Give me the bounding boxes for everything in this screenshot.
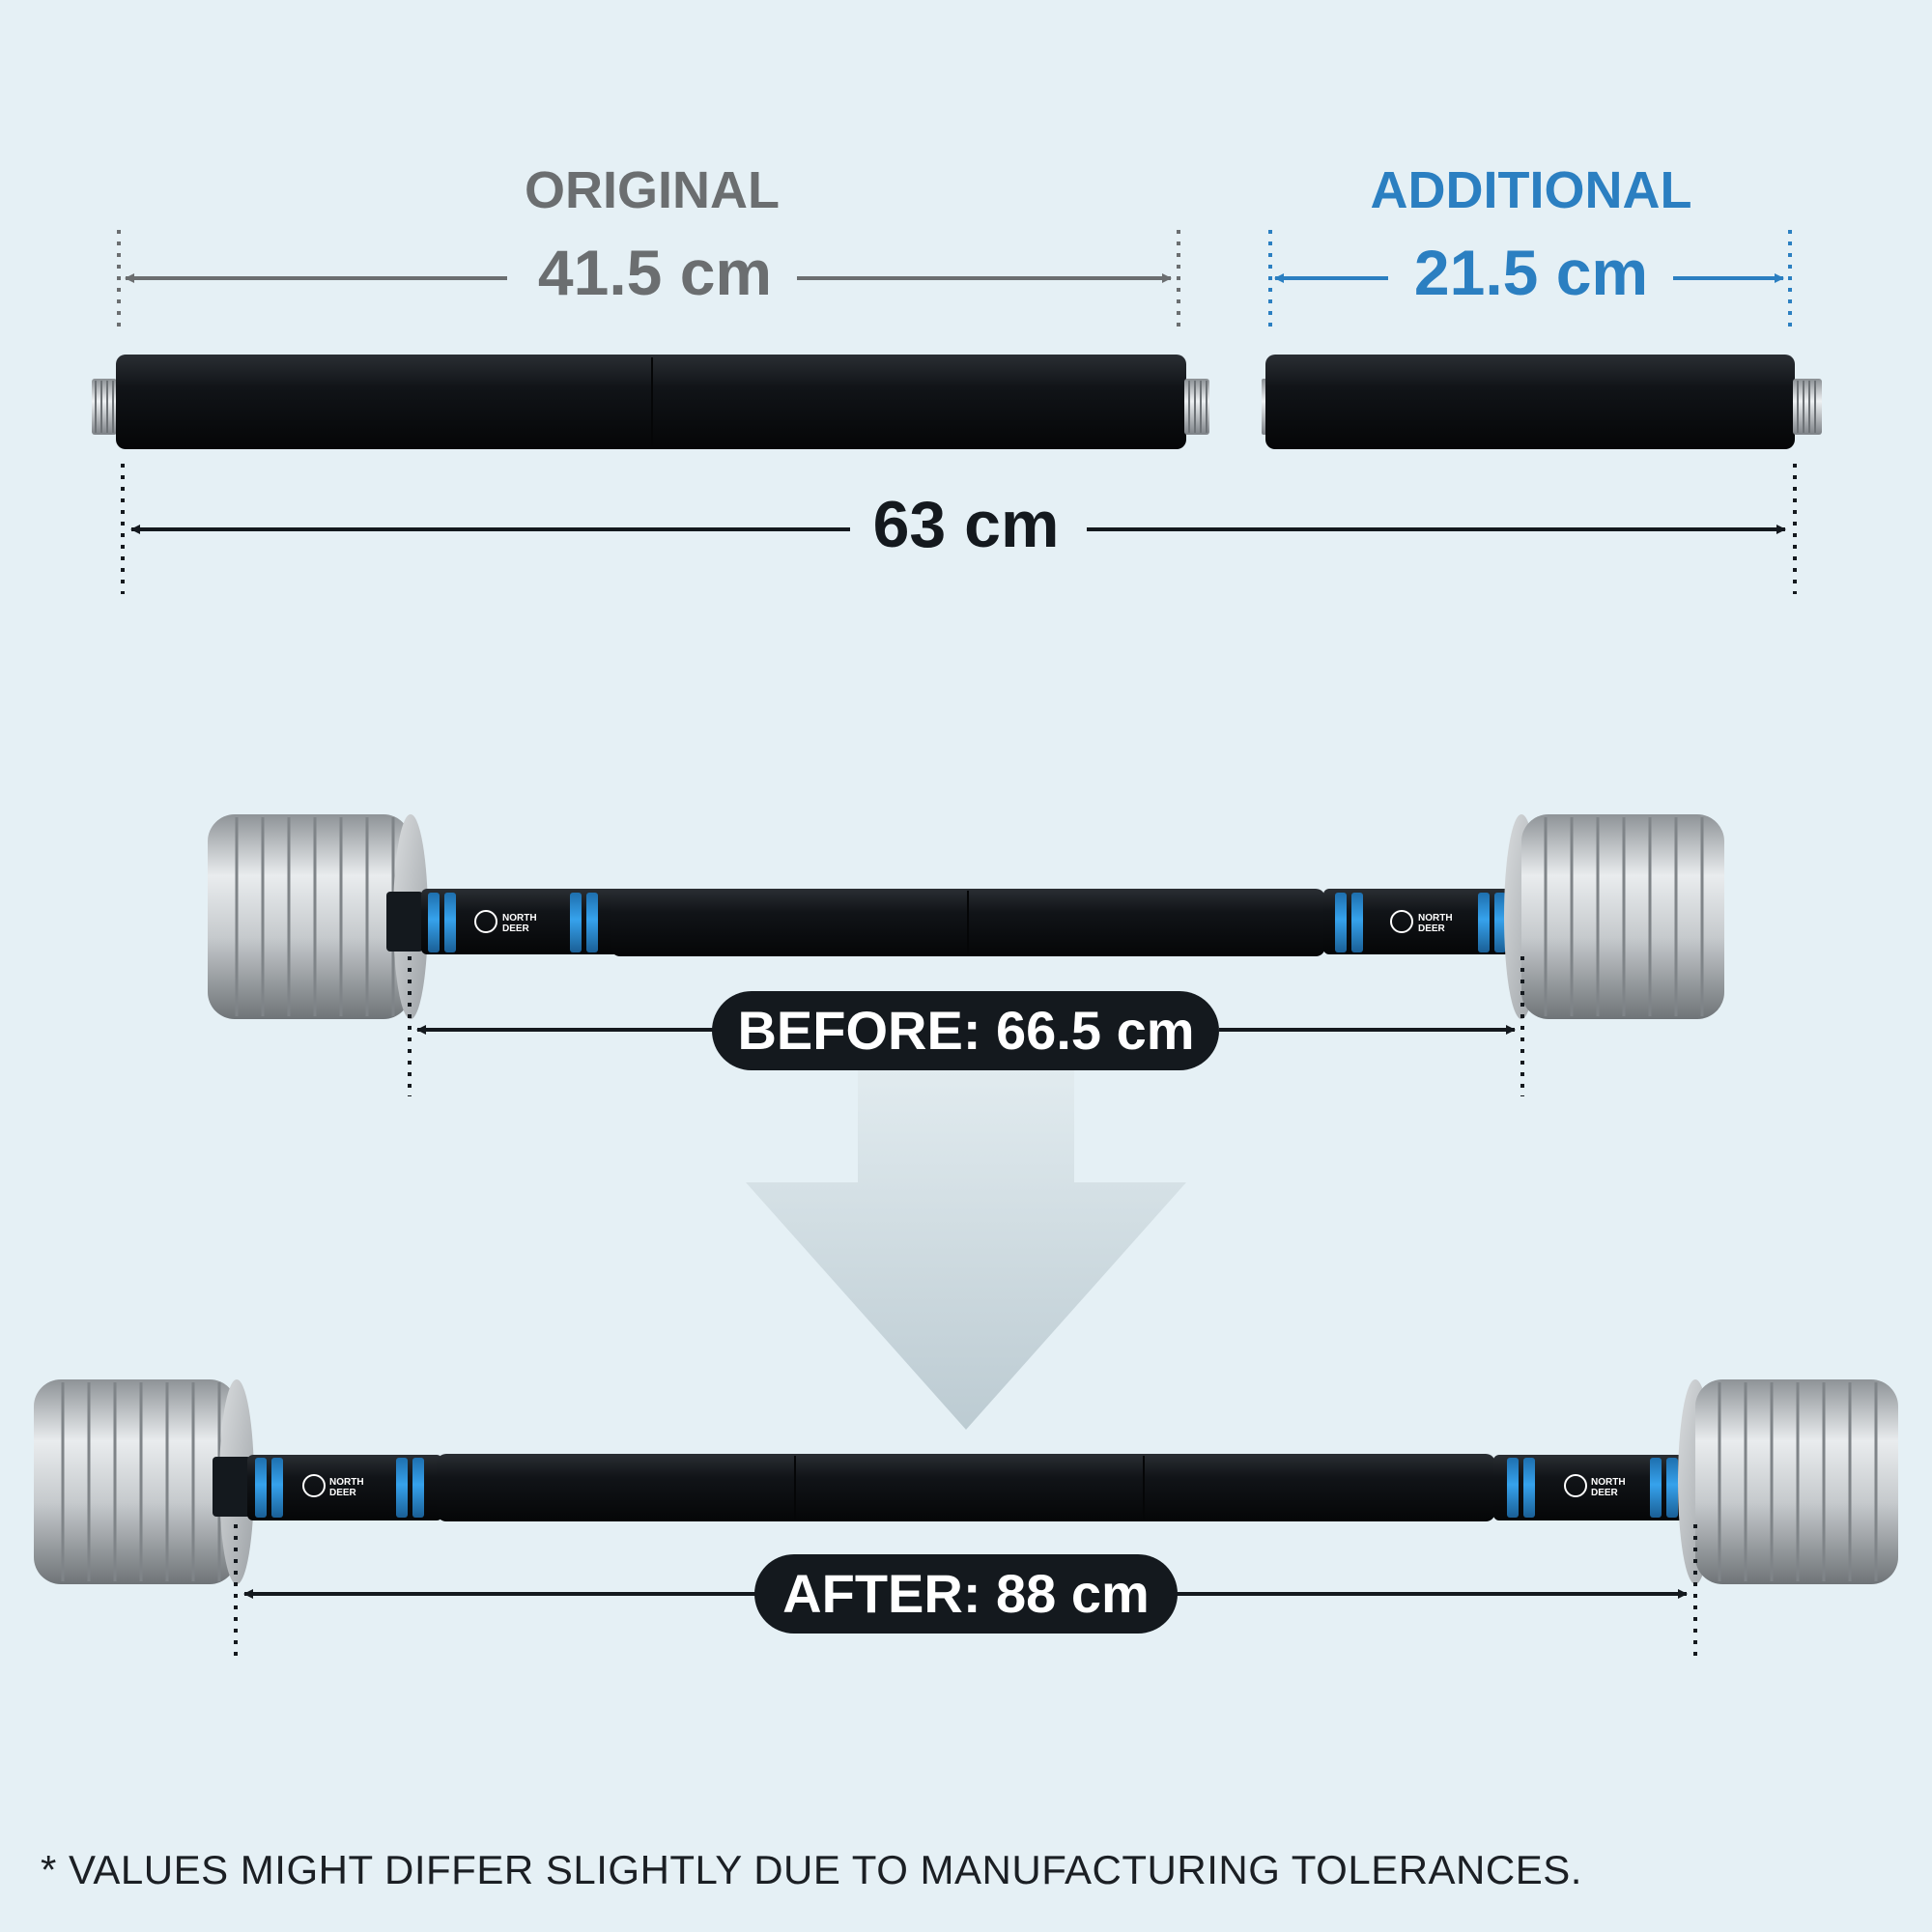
before-left-plates [208,814,428,1019]
logo-line-1: NORTH [502,913,537,923]
before-label-pill [712,991,1219,1070]
before-left-logo: NORTH DEER [474,910,537,934]
footnote-disclaimer: * VALUES MIGHT DIFFER SLIGHTLY DUE TO MA… [41,1847,1582,1892]
additional-length-label: 21.5 cm [1414,237,1648,308]
total-length-label: 63 cm [873,488,1060,561]
before-length-label: BEFORE: 66.5 cm [737,1000,1194,1061]
original-title: ORIGINAL [525,161,780,219]
logo-line-2: DEER [502,923,530,934]
after-right-plates [1678,1379,1898,1584]
before-barbell: NORTH DEER NORTH DEER [208,814,1724,1019]
after-label-pill [754,1554,1178,1634]
original-tube [92,355,1209,449]
additional-title: ADDITIONAL [1371,161,1692,219]
logo-line-2: DEER [1591,1488,1619,1498]
before-right-logo: NORTH DEER [1390,910,1453,934]
after-left-logo: NORTH DEER [302,1474,364,1498]
after-left-plates [34,1379,254,1584]
before-right-plates [1504,814,1724,1019]
after-barbell: NORTH DEER NORTH DEER [34,1379,1898,1584]
transition-arrow-down [746,1070,1186,1430]
additional-tube [1262,355,1822,449]
logo-line-1: NORTH [1418,913,1453,923]
original-length-label: 41.5 cm [538,237,772,308]
logo-line-2: DEER [329,1488,357,1498]
logo-line-1: NORTH [1591,1477,1626,1488]
logo-line-1: NORTH [329,1477,364,1488]
after-length-label: AFTER: 88 cm [782,1563,1150,1624]
logo-line-2: DEER [1418,923,1446,934]
after-right-logo: NORTH DEER [1564,1474,1626,1498]
